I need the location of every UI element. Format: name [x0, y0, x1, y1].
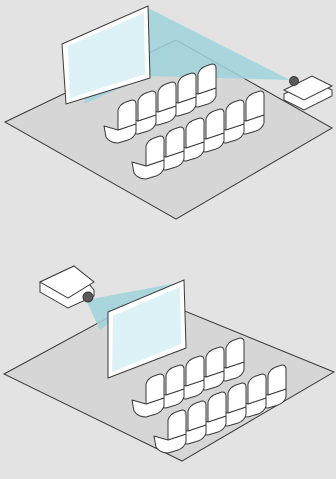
- chair-row-back: [103, 63, 217, 144]
- projector-lens: [289, 76, 299, 86]
- projection-screen: [61, 5, 151, 105]
- chair-row-back: [131, 337, 245, 418]
- chair: [131, 135, 165, 180]
- projector: [282, 75, 334, 111]
- chair-row-front: [131, 90, 265, 180]
- projector-lens: [82, 291, 94, 303]
- chair: [103, 99, 137, 144]
- scene-ceiling-projection: [2, 265, 336, 462]
- projection-screen: [107, 279, 187, 379]
- projector: [38, 265, 95, 309]
- chair: [153, 409, 187, 454]
- chair: [131, 373, 165, 418]
- scene-rear-projection: [3, 5, 334, 220]
- chair-row-front: [153, 364, 287, 454]
